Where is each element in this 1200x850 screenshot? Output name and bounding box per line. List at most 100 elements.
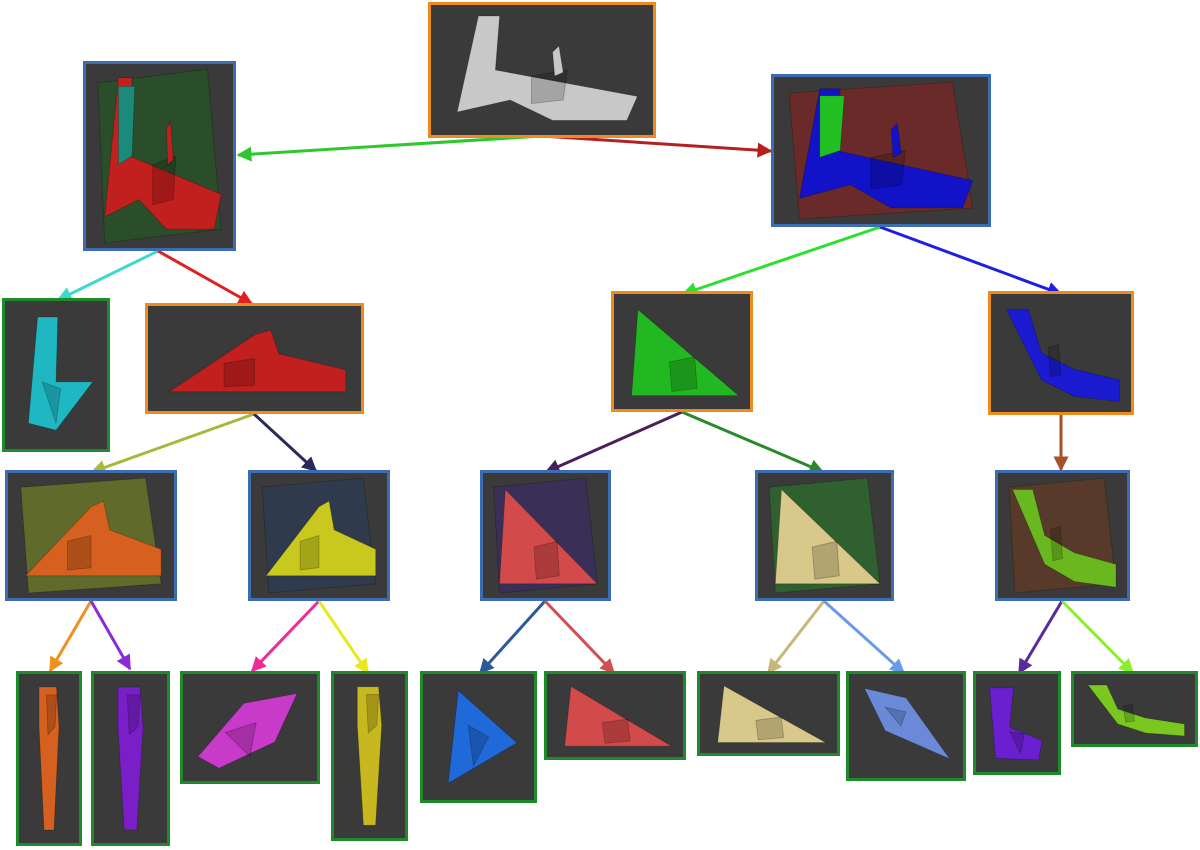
part-boot: [989, 687, 1043, 761]
aircraft-part-secondary: [819, 95, 845, 158]
node-frame-leaf: [180, 671, 320, 784]
part-body-shade: [299, 534, 320, 571]
node-frame-leaf: [16, 671, 82, 846]
node-n8: [248, 470, 390, 601]
part-cockpit: [197, 692, 298, 769]
node-n5: [611, 291, 753, 412]
edge-n2-n5: [681, 225, 881, 297]
aircraft-cockpit: [152, 155, 177, 206]
edge-n4-n7: [90, 412, 255, 475]
part-wedge: [564, 685, 674, 747]
part-wedge-shade: [601, 718, 631, 744]
aircraft-cockpit: [870, 150, 906, 190]
edge-n5-n10: [681, 410, 825, 474]
node-frame-cut: [83, 61, 236, 251]
node-n1: [83, 61, 236, 251]
part-wing: [1005, 309, 1120, 403]
aircraft-fin: [552, 45, 564, 77]
part-triangle: [447, 689, 518, 785]
edge-n2-n6: [879, 225, 1063, 297]
edge-n11-n21: [1060, 599, 1135, 675]
part-wedge: [631, 308, 740, 397]
node-n14: [180, 671, 320, 784]
aircraft-cockpit: [531, 69, 568, 105]
node-frame-leaf: [2, 298, 110, 452]
part-blade-shade: [126, 694, 141, 736]
edge-n11-n20: [1017, 600, 1064, 675]
node-frame-leaf: [91, 671, 170, 846]
node-n7: [5, 470, 177, 601]
node-frame-leaf: [846, 671, 966, 781]
node-n19: [846, 671, 966, 781]
part-blade: [356, 686, 383, 826]
part-wing: [1087, 684, 1185, 737]
edge-n8-n14: [250, 599, 321, 673]
node-frame-cut: [5, 470, 177, 601]
part-body-shade: [223, 358, 255, 388]
node-root: [428, 2, 656, 138]
node-n10: [755, 470, 894, 601]
node-n21: [1071, 671, 1198, 747]
node-frame-cut: [771, 74, 991, 227]
aircraft-part-secondary: [118, 86, 136, 166]
node-n9: [480, 470, 611, 601]
node-frame-cut: [755, 470, 894, 601]
part-blade: [38, 686, 60, 831]
edge-n10-n19: [822, 599, 906, 675]
part-fin: [27, 316, 94, 431]
node-frame-leaf: [331, 671, 408, 841]
node-n15: [331, 671, 408, 841]
edge-n1-n3: [56, 249, 159, 302]
edge-root-n1: [236, 134, 543, 162]
part-wing-shade: [1122, 703, 1135, 723]
edge-n5-n9: [544, 410, 683, 474]
edge-n9-n16: [478, 599, 547, 675]
node-frame-split: [428, 2, 656, 138]
aircraft-fin: [165, 119, 174, 166]
aircraft-body: [456, 15, 638, 121]
node-n13: [91, 671, 170, 846]
part-triangle-shade: [467, 724, 490, 768]
node-frame-cut: [995, 470, 1130, 601]
part-blade-shade: [365, 694, 380, 734]
node-frame-leaf: [420, 671, 537, 803]
node-frame-split: [611, 291, 753, 412]
part-boot-shade: [1009, 731, 1025, 756]
node-n18: [697, 671, 840, 756]
part-body: [167, 329, 347, 393]
edge-n9-n17: [543, 599, 616, 675]
edge-root-n2: [541, 134, 773, 158]
part-blade-shade: [46, 694, 57, 736]
node-frame-leaf: [697, 671, 840, 756]
node-frame-leaf: [973, 671, 1061, 775]
part-wedge-shade: [755, 716, 785, 741]
part-sliver: [863, 687, 951, 760]
node-n20: [973, 671, 1061, 775]
part-wedge: [717, 685, 828, 743]
node-n12: [16, 671, 82, 846]
part-wing: [1011, 489, 1117, 588]
part-body: [265, 500, 377, 577]
part-sliver-shade: [884, 706, 907, 727]
edge-n7-n12: [48, 600, 93, 673]
node-frame-split: [145, 303, 364, 414]
part-wedge: [499, 488, 599, 585]
part-wing-shade: [1047, 343, 1062, 378]
edge-n4-n8: [252, 412, 318, 473]
edge-n1-n4: [157, 249, 254, 306]
node-n4: [145, 303, 364, 414]
node-frame-cut: [248, 470, 390, 601]
part-wing-shade: [1050, 525, 1063, 562]
node-frame-split: [988, 291, 1134, 415]
part-body: [24, 500, 162, 577]
node-n6: [988, 291, 1134, 415]
edge-n7-n13: [89, 600, 132, 671]
aircraft-fin: [890, 122, 902, 159]
node-frame-cut: [480, 470, 611, 601]
node-n2: [771, 74, 991, 227]
node-frame-leaf: [1071, 671, 1198, 747]
part-wedge-shade: [811, 540, 840, 580]
part-body-shade: [67, 534, 92, 571]
